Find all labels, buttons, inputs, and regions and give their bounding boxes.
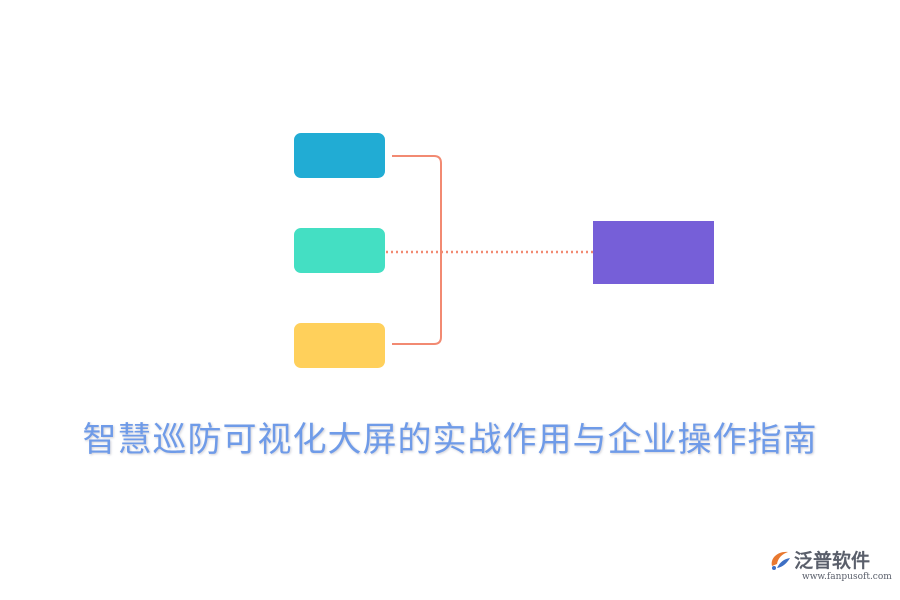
diagram-title: 智慧巡防可视化大屏的实战作用与企业操作指南 xyxy=(82,420,818,460)
source-node-top xyxy=(294,133,385,178)
logo-url: www.fanpusoft.com xyxy=(802,572,892,582)
target-node xyxy=(593,221,714,284)
brand-logo: 泛普软件 www.fanpusoft.com xyxy=(768,546,892,586)
logo-name: 泛普软件 xyxy=(794,550,871,572)
source-node-bottom xyxy=(294,323,385,368)
source-node-middle xyxy=(294,228,385,273)
bracket-connector xyxy=(392,155,442,345)
fanpu-logo-icon xyxy=(771,551,790,570)
